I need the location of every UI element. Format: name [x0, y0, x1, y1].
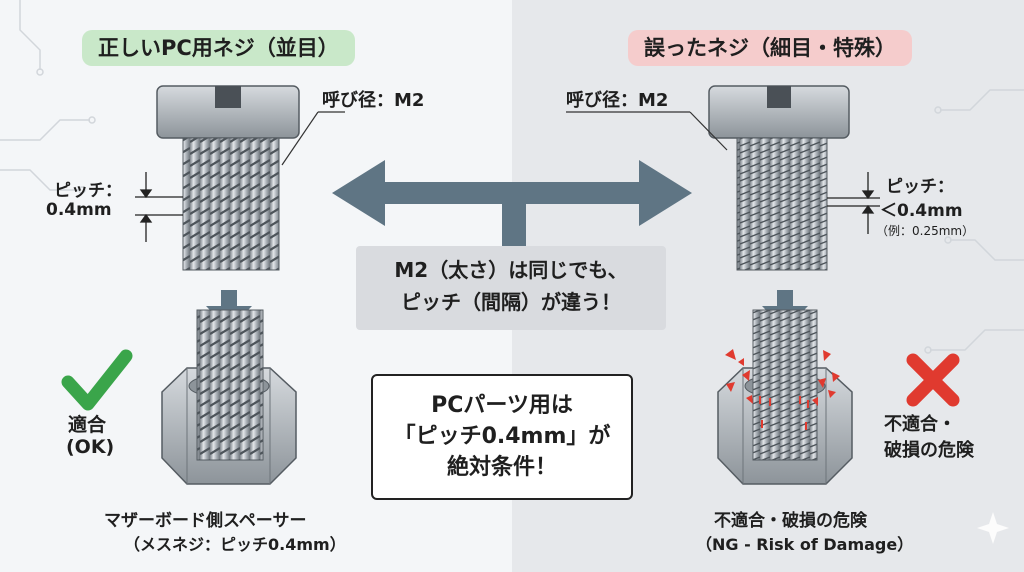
center-message-line-1: M2（太さ）は同じでも、	[394, 258, 628, 282]
right-screw	[708, 85, 850, 271]
right-pitch-example: （例：0.25mm）	[876, 224, 975, 238]
rule-box: PCパーツ用は 「ピッチ0.4mm」が 絶対条件！	[371, 374, 633, 500]
right-pitch-value: ＜0.4mm	[880, 201, 963, 221]
left-diameter-label: 呼び径：M2	[322, 90, 425, 111]
left-caption-sub: （メスネジ：ピッチ0.4mm）	[124, 535, 346, 554]
rule-line-1: PCパーツ用は	[431, 393, 573, 418]
right-screw-thread	[736, 137, 828, 271]
damage-fragments	[725, 349, 840, 406]
left-screw	[156, 85, 300, 271]
left-screw-thread	[182, 137, 280, 271]
center-double-arrow	[332, 160, 692, 250]
rule-line-2: 「ピッチ0.4mm」が	[393, 424, 611, 449]
sparkle-icon	[977, 512, 1009, 544]
left-pitch-label: ピッチ：	[54, 181, 122, 201]
center-message-line-2: ピッチ（間隔）が違う！	[401, 290, 621, 314]
right-screw-slot	[767, 86, 791, 108]
rule-line-3: 絶対条件！	[446, 455, 557, 480]
right-caption: 不適合・破損の危険	[714, 511, 867, 531]
right-title: 誤ったネジ（細目・特殊）	[628, 30, 912, 66]
right-diameter-label: 呼び径：M2	[566, 90, 669, 111]
cross-icon	[906, 353, 960, 407]
left-inserted-screw	[196, 309, 264, 461]
right-status-danger: 破損の危険	[884, 440, 974, 461]
center-message: M2（太さ）は同じでも、 ピッチ（間隔）が違う！	[356, 246, 666, 330]
left-screw-slot	[215, 86, 241, 108]
right-caption-sub: （NG - Risk of Damage）	[696, 535, 914, 554]
left-status-label: 適合	[68, 414, 107, 436]
left-caption: マザーボード側スペーサー	[104, 511, 307, 531]
check-icon	[61, 349, 133, 411]
right-pitch-label: ピッチ：	[886, 177, 954, 197]
left-status-ok: (OK)	[66, 436, 115, 458]
right-inserted-screw	[752, 309, 818, 461]
right-pitch-indicator	[827, 172, 880, 234]
damage-marks	[759, 396, 809, 430]
left-title: 正しいPC用ネジ（並目）	[82, 30, 355, 66]
right-status-label: 不適合・	[884, 414, 956, 435]
left-pitch-value: 0.4mm	[46, 200, 112, 220]
circuit-decoration	[0, 0, 1024, 354]
left-pitch-indicator	[135, 172, 183, 242]
